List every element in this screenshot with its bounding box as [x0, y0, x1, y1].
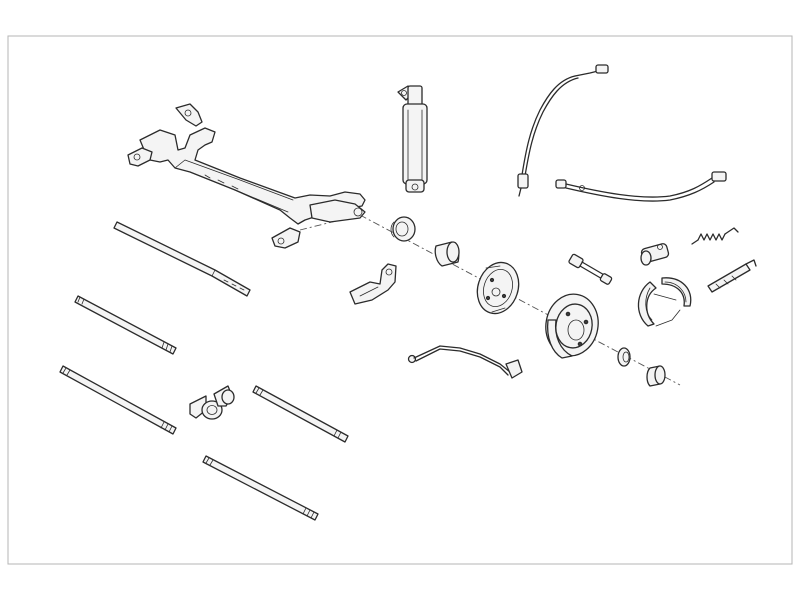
brake-drum[interactable]	[541, 290, 603, 360]
brake-line[interactable]	[407, 345, 523, 379]
handbrake-cable-right[interactable]	[555, 171, 727, 202]
rear-axle-beam[interactable]	[127, 103, 366, 249]
silent-block[interactable]	[434, 241, 460, 267]
brake-push-rod[interactable]	[568, 253, 613, 285]
torsion-bar-1[interactable]	[74, 295, 177, 355]
brake-shoes[interactable]	[637, 277, 692, 327]
hub-cap[interactable]	[646, 365, 666, 387]
brake-backing-plate[interactable]	[471, 257, 525, 319]
return-spring[interactable]	[691, 227, 739, 245]
mounting-bracket[interactable]	[349, 263, 397, 305]
wheel-cylinder[interactable]	[640, 243, 670, 266]
wheel-bearing[interactable]	[617, 347, 631, 367]
axle-bushing[interactable]	[390, 216, 416, 242]
torsion-bar-2[interactable]	[59, 365, 177, 435]
track-rod[interactable]	[113, 221, 251, 297]
bar-clamp[interactable]	[189, 385, 235, 420]
handbrake-cable-left[interactable]	[517, 64, 609, 197]
adjuster[interactable]	[707, 259, 757, 293]
shock-absorber[interactable]	[397, 85, 428, 193]
torsion-bar-4[interactable]	[202, 455, 319, 521]
frame-border	[7, 35, 793, 565]
torsion-bar-3[interactable]	[252, 385, 349, 443]
